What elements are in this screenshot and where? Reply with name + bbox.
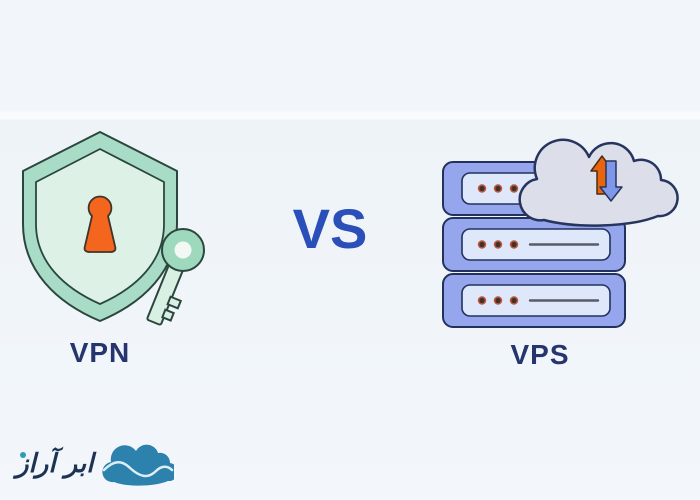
- brand-cloud-icon: [102, 444, 175, 486]
- download-arrow-icon: [599, 160, 623, 202]
- shield-lock-icon: [22, 131, 178, 322]
- cloud-transfer-icon: [518, 138, 679, 227]
- keyhole-icon: [83, 195, 117, 253]
- server-row: [442, 217, 626, 272]
- vps-illustration: [442, 138, 679, 328]
- vpn-label: VPN: [69, 337, 131, 368]
- logo-accent-dot: [20, 452, 26, 458]
- key-icon: [146, 228, 205, 326]
- vps-label: VPS: [510, 339, 570, 370]
- brand-logo: ابر آراز: [16, 436, 175, 488]
- vpn-illustration: [22, 131, 205, 326]
- vs-text: VS: [292, 197, 368, 260]
- server-row: [442, 273, 626, 328]
- brand-wordmark: ابر آراز: [16, 449, 94, 479]
